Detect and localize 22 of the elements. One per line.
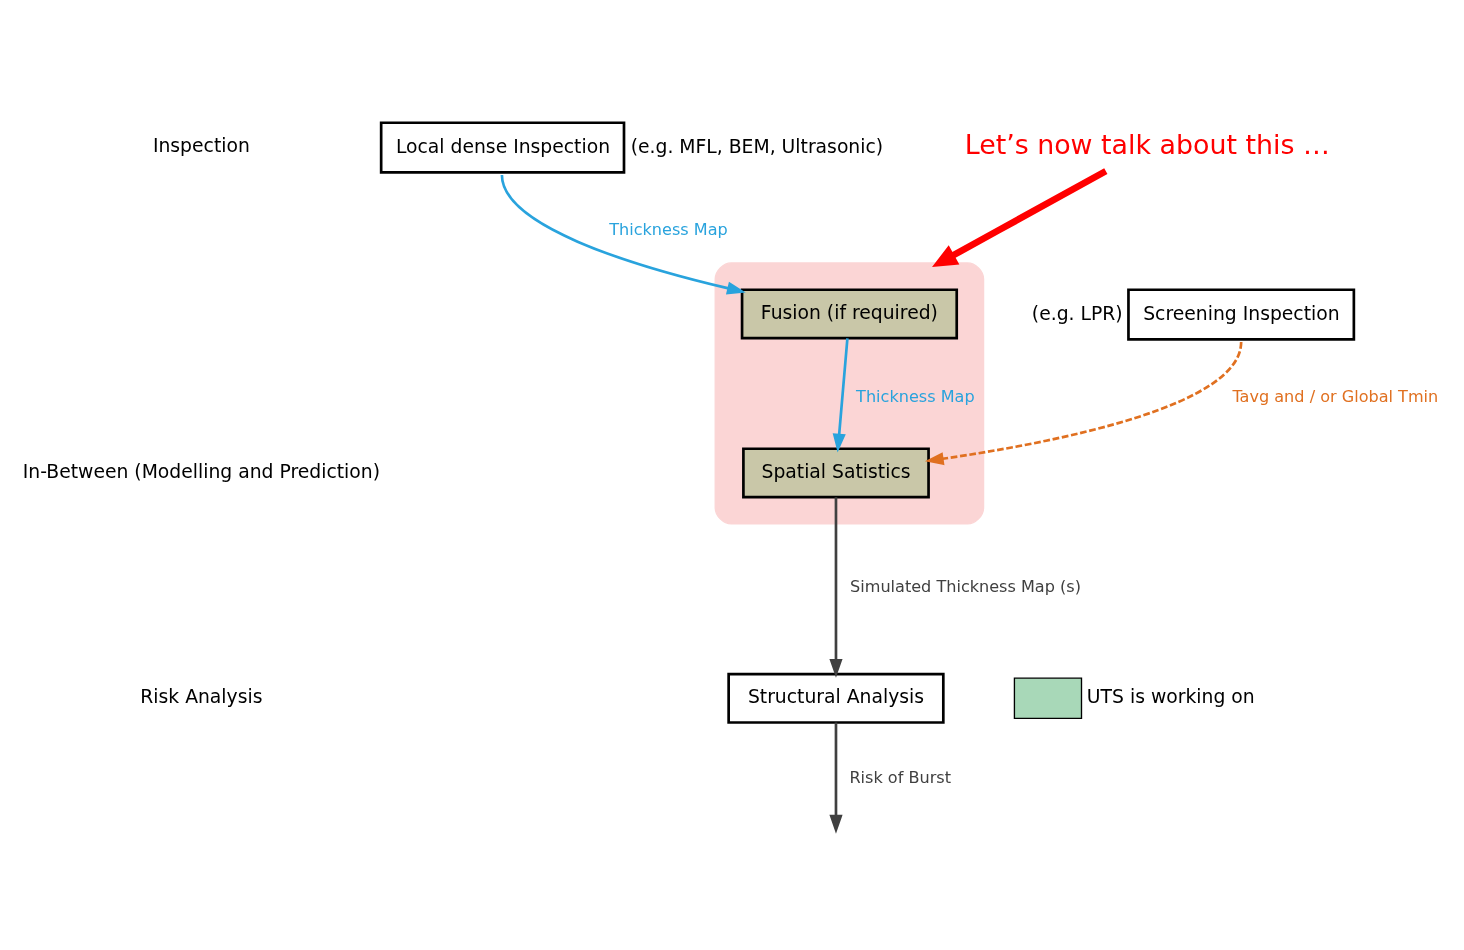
node-box: Fusion (if required): [740, 288, 959, 340]
edge-label: Thickness Map: [609, 219, 728, 239]
label: In-Between (Modelling and Prediction): [22, 460, 381, 482]
cluster: [714, 262, 985, 525]
edge-label: Risk of Burst: [849, 767, 951, 787]
edge-label: Simulated Thickness Map (s): [850, 577, 1081, 597]
legend-label: UTS is working on: [1086, 686, 1255, 708]
arrow: [832, 338, 849, 453]
edge-label: Tavg and / or Global Tmin: [1232, 386, 1439, 406]
arrow: [829, 722, 843, 834]
node-box: Spatial Satistics: [742, 447, 930, 499]
label: Inspection: [152, 134, 250, 156]
node-box: Structural Analysis: [727, 672, 945, 724]
arrow: [924, 341, 1243, 466]
edge-label: Thickness Map: [856, 386, 975, 406]
node-label: (e.g. LPR): [1031, 302, 1123, 324]
label: Risk Analysis: [140, 686, 263, 708]
node-label: (e.g. MFL, BEM, Ultrasonic): [630, 135, 884, 157]
arrow: [829, 497, 843, 678]
node-text: Let’s now talk about this …: [964, 128, 1330, 160]
arrow: [500, 174, 746, 295]
arrow: [932, 168, 1108, 267]
